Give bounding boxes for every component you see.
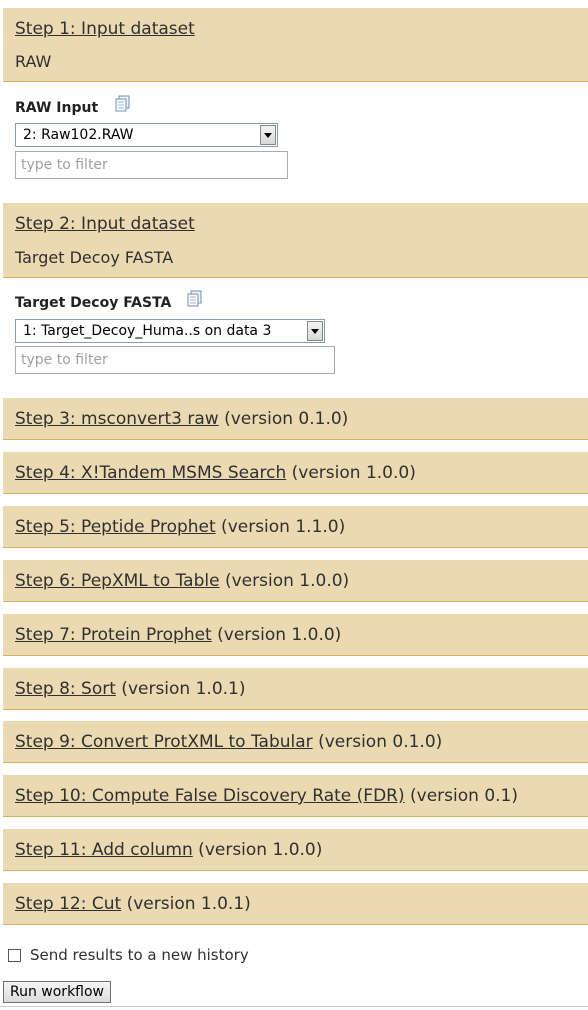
step-12-header: Step 12: Cut (version 1.0.1) bbox=[3, 883, 588, 925]
step-7-header: Step 7: Protein Prophet (version 1.0.0) bbox=[3, 614, 588, 656]
step-6-heading: Step 6: PepXML to Table (version 1.0.0) bbox=[15, 571, 349, 591]
send-to-new-history-checkbox[interactable] bbox=[8, 949, 21, 962]
step-3-title-link[interactable]: Step 3: msconvert3 raw bbox=[15, 409, 219, 429]
step-2-heading: Step 2: Input dataset bbox=[15, 214, 195, 234]
step-2-header: Step 2: Input dataset Target Decoy FASTA bbox=[3, 203, 588, 278]
step-5-version: (version 1.1.0) bbox=[215, 517, 346, 537]
step-1-subtitle: RAW bbox=[15, 52, 52, 71]
step-9-title-link[interactable]: Step 9: Convert ProtXML to Tabular bbox=[15, 732, 313, 752]
fasta-input-filter[interactable] bbox=[15, 346, 335, 374]
step-8-title-link[interactable]: Step 8: Sort bbox=[15, 679, 116, 699]
raw-input-selected: 2: Raw102.RAW bbox=[23, 127, 134, 143]
step-7-heading: Step 7: Protein Prophet (version 1.0.0) bbox=[15, 625, 341, 645]
step-3-header: Step 3: msconvert3 raw (version 0.1.0) bbox=[3, 398, 588, 440]
copy-datasets-icon[interactable] bbox=[114, 95, 132, 113]
step-3-version: (version 0.1.0) bbox=[218, 409, 349, 429]
step-11-version: (version 1.0.0) bbox=[192, 840, 323, 860]
step-4-header: Step 4: X!Tandem MSMS Search (version 1.… bbox=[3, 452, 588, 494]
step-9-heading: Step 9: Convert ProtXML to Tabular (vers… bbox=[15, 732, 442, 752]
step-8-heading: Step 8: Sort (version 1.0.1) bbox=[15, 679, 246, 699]
raw-input-label: RAW Input bbox=[15, 100, 99, 116]
chevron-down-icon[interactable] bbox=[307, 321, 323, 341]
step-5-heading: Step 5: Peptide Prophet (version 1.1.0) bbox=[15, 517, 345, 537]
step-9-version: (version 0.1.0) bbox=[312, 732, 443, 752]
step-6-header: Step 6: PepXML to Table (version 1.0.0) bbox=[3, 560, 588, 602]
step-11-title-link[interactable]: Step 11: Add column bbox=[15, 840, 193, 860]
raw-input-select[interactable]: 2: Raw102.RAW bbox=[15, 123, 278, 147]
step-11-header: Step 11: Add column (version 1.0.0) bbox=[3, 829, 588, 871]
step-4-heading: Step 4: X!Tandem MSMS Search (version 1.… bbox=[15, 463, 416, 483]
copy-datasets-icon[interactable] bbox=[186, 290, 204, 308]
step-6-version: (version 1.0.0) bbox=[219, 571, 350, 591]
step-9-header: Step 9: Convert ProtXML to Tabular (vers… bbox=[3, 721, 588, 763]
step-8-header: Step 8: Sort (version 1.0.1) bbox=[3, 668, 588, 710]
step-4-version: (version 1.0.0) bbox=[286, 463, 416, 483]
step-1-heading: Step 1: Input dataset bbox=[15, 19, 195, 39]
step-4-title-link[interactable]: Step 4: X!Tandem MSMS Search bbox=[15, 463, 287, 483]
step-12-version: (version 1.0.1) bbox=[121, 894, 251, 914]
step-1-header: Step 1: Input dataset RAW bbox=[3, 8, 588, 82]
send-to-new-history-label[interactable]: Send results to a new history bbox=[30, 946, 249, 964]
step-11-heading: Step 11: Add column (version 1.0.0) bbox=[15, 840, 322, 860]
step-3-heading: Step 3: msconvert3 raw (version 0.1.0) bbox=[15, 409, 348, 429]
step-10-title-link[interactable]: Step 10: Compute False Discovery Rate (F… bbox=[15, 786, 405, 806]
step-12-heading: Step 12: Cut (version 1.0.1) bbox=[15, 894, 251, 914]
fasta-input-selected: 1: Target_Decoy_Huma..s on data 3 bbox=[23, 323, 272, 339]
step-8-version: (version 1.0.1) bbox=[115, 679, 246, 699]
fasta-input-select[interactable]: 1: Target_Decoy_Huma..s on data 3 bbox=[15, 319, 325, 343]
run-workflow-button[interactable]: Run workflow bbox=[3, 981, 112, 1003]
step-7-version: (version 1.0.0) bbox=[211, 625, 342, 645]
step-7-title-link[interactable]: Step 7: Protein Prophet bbox=[15, 625, 212, 645]
step-5-header: Step 5: Peptide Prophet (version 1.1.0) bbox=[3, 506, 588, 548]
step-1-title-link[interactable]: Step 1: Input dataset bbox=[15, 19, 195, 39]
step-10-version: (version 0.1) bbox=[404, 786, 518, 806]
raw-input-filter[interactable] bbox=[15, 151, 288, 179]
fasta-input-label: Target Decoy FASTA bbox=[15, 295, 172, 311]
step-2-subtitle: Target Decoy FASTA bbox=[15, 248, 174, 267]
step-2-title-link[interactable]: Step 2: Input dataset bbox=[15, 214, 195, 234]
step-6-title-link[interactable]: Step 6: PepXML to Table bbox=[15, 571, 220, 591]
step-12-title-link[interactable]: Step 12: Cut bbox=[15, 894, 122, 914]
chevron-down-icon[interactable] bbox=[260, 125, 276, 145]
divider bbox=[0, 1006, 588, 1007]
step-5-title-link[interactable]: Step 5: Peptide Prophet bbox=[15, 517, 216, 537]
step-10-header: Step 10: Compute False Discovery Rate (F… bbox=[3, 775, 588, 817]
step-10-heading: Step 10: Compute False Discovery Rate (F… bbox=[15, 786, 518, 806]
